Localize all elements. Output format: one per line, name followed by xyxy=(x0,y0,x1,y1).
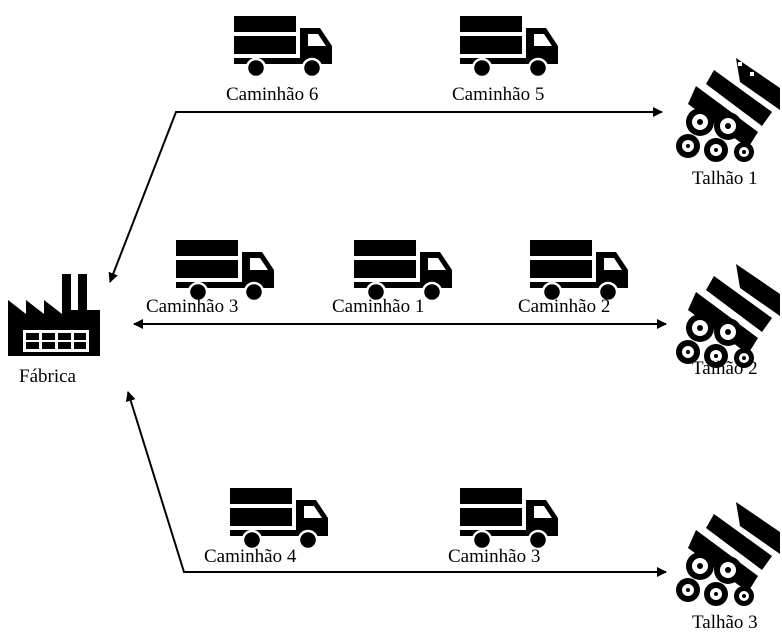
logs-icon xyxy=(676,264,780,368)
truck-label: Caminhão 4 xyxy=(204,546,297,567)
truck-label: Caminhão 5 xyxy=(452,84,545,105)
truck-label: Caminhão 3 xyxy=(448,546,541,567)
logs-icon xyxy=(676,58,780,162)
plot-label-2: Talhão 2 xyxy=(692,358,758,379)
truck-icon xyxy=(230,488,328,550)
truck-icon xyxy=(354,240,452,302)
truck-label: Caminhão 3 xyxy=(146,296,239,317)
truck-icon xyxy=(460,16,558,78)
route-arrow-talhao-3 xyxy=(125,391,667,577)
truck-icon xyxy=(176,240,274,302)
factory-label: Fábrica xyxy=(19,366,76,387)
truck-icon xyxy=(530,240,628,302)
route-arrow-talhao-1 xyxy=(108,107,663,283)
truck-label: Caminhão 6 xyxy=(226,84,319,105)
truck-icon xyxy=(460,488,558,550)
factory-icon xyxy=(8,274,100,356)
plot-label-1: Talhão 1 xyxy=(692,168,758,189)
truck-label: Caminhão 2 xyxy=(518,296,611,317)
plot-label-3: Talhão 3 xyxy=(692,612,758,633)
logs-icon xyxy=(676,502,780,606)
truck-label: Caminhão 1 xyxy=(332,296,425,317)
truck-icon xyxy=(234,16,332,78)
